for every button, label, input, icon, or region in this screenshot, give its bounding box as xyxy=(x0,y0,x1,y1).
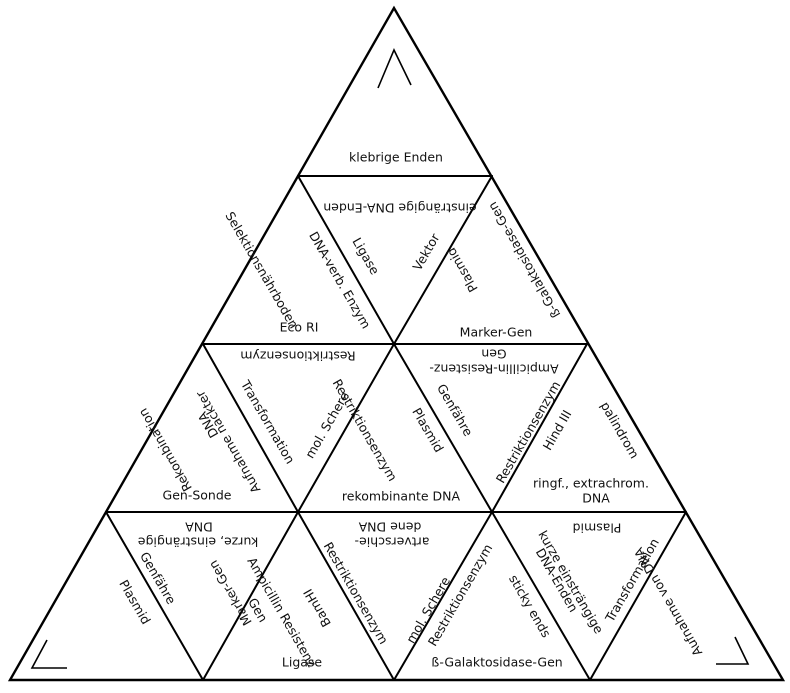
label-restriktionsenzym-4: Restriktionsenzym xyxy=(321,539,392,646)
label-gen-1: Gen xyxy=(481,347,506,362)
label-ampicillin-1: Ampicillin-Resistenz- xyxy=(429,362,558,377)
label-rekombination: Rekombination xyxy=(135,406,195,494)
corner-mark-left xyxy=(30,639,67,669)
label-marker-gen-1: Marker-Gen xyxy=(460,325,533,340)
label-galaktosidase-1: ß-Galaktosidase-Gen xyxy=(485,199,564,320)
corner-mark-top xyxy=(377,48,412,89)
label-aufnahme-von-dna: Aufnahme von DNA xyxy=(631,545,706,659)
diag-divider-a5 xyxy=(297,511,395,681)
diag-divider-b1 xyxy=(393,175,493,345)
label-dna-3: DNA xyxy=(185,520,213,535)
diag-divider-a6 xyxy=(491,511,591,681)
label-rekombinante-dna: rekombinante DNA xyxy=(342,489,461,504)
diag-divider-b6 xyxy=(589,511,687,681)
label-ringf-extrachrom: ringf., extrachrom. xyxy=(533,476,649,491)
diag-divider-b5 xyxy=(393,511,493,681)
diag-divider-a1 xyxy=(297,175,395,345)
label-bamhi: BamHI xyxy=(300,586,334,629)
diag-divider-a3 xyxy=(393,343,493,513)
label-dene-dna: dene DNA xyxy=(358,520,421,535)
label-plasmid-2: Plasmid xyxy=(409,405,446,455)
label-plasmid-3: Plasmid xyxy=(573,521,622,536)
corner-mark-right xyxy=(716,636,750,665)
label-klebrige-enden: klebrige Enden xyxy=(349,150,443,165)
label-dna-2: DNA xyxy=(582,491,610,506)
label-plasmid-1: Plasmid xyxy=(443,245,480,295)
diag-divider-a4 xyxy=(105,511,204,681)
label-gen-sonde: Gen-Sonde xyxy=(163,488,232,503)
label-genfaehre-1: Genfähre xyxy=(434,381,476,439)
diag-divider-b2 xyxy=(297,343,395,513)
label-restriktionsenzym-1: Restriktionsenzym xyxy=(240,349,355,364)
label-artverschie: artverschie- xyxy=(355,535,430,550)
label-galaktosidase-2: ß-Galaktosidase-Gen xyxy=(431,655,562,670)
label-ligase-top: Ligase xyxy=(349,235,382,278)
label-einstraengige: einsträngige DNA-Enden xyxy=(323,201,476,216)
label-kurze-einstraengige-1: kurze, einsträngige xyxy=(138,535,259,550)
diag-divider-b4 xyxy=(202,511,299,681)
label-ligase-bottom: Ligase xyxy=(282,655,323,670)
label-selektionsnaehrboden: Selektionsnährboden xyxy=(222,209,301,331)
diag-divider-b3 xyxy=(491,343,588,513)
diag-divider-a2 xyxy=(202,343,299,513)
label-eco-ri: Eco RI xyxy=(280,320,319,335)
label-marker-gen-2: Marker-Gen xyxy=(205,558,254,628)
label-palindrom: palindrom xyxy=(598,399,643,461)
label-restriktionsenzym-2: Restriktionsenzym xyxy=(330,376,401,483)
